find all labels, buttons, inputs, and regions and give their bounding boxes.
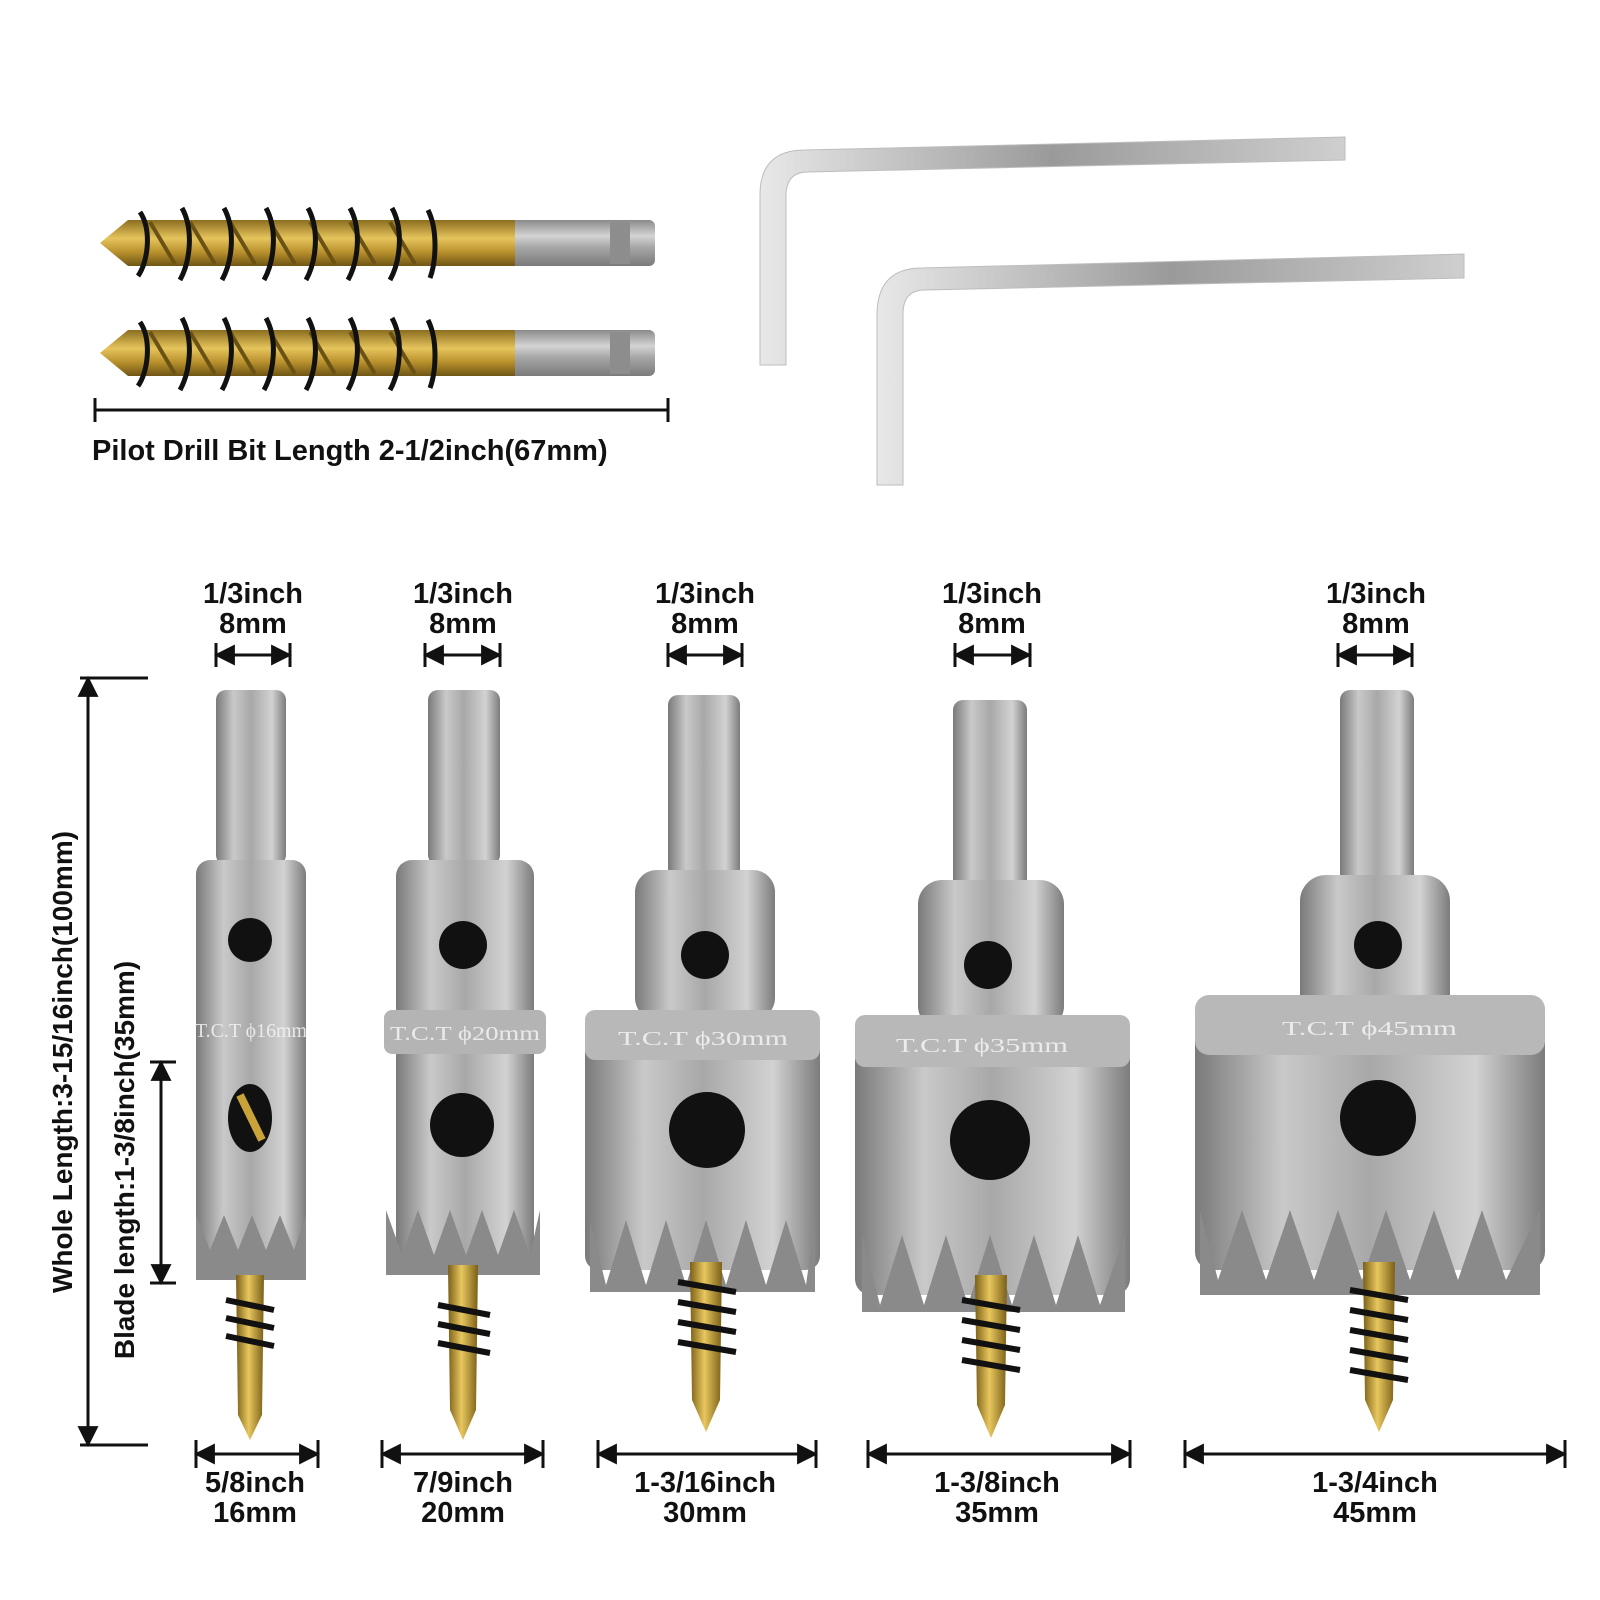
diameter-inch-1: 5/8inch — [205, 1467, 305, 1499]
shank-dim-4 — [952, 643, 1033, 667]
shank-mm-5: 8mm — [1342, 608, 1410, 640]
blade-length-label: Blade length:1-3/8inch(35mm) — [109, 961, 140, 1359]
engraving-16mm: T.C.T ϕ16mm — [195, 1020, 307, 1042]
shank-inch-4: 1/3inch — [942, 578, 1042, 610]
hole-saw-30mm: T.C.T ϕ30mm — [585, 695, 820, 1432]
pilot-drill-bit-1 — [100, 206, 655, 282]
pilot-caption: Pilot Drill Bit Length 2-1/2inch(67mm) — [92, 435, 608, 467]
hex-key-1 — [759, 136, 1346, 366]
engraving-35mm: T.C.T ϕ35mm — [896, 1035, 1069, 1057]
hex-key-2 — [876, 253, 1465, 486]
shank-mm-4: 8mm — [958, 608, 1026, 640]
diameter-mm-5: 45mm — [1333, 1497, 1417, 1529]
diameter-dim-2 — [379, 1440, 546, 1468]
whole-length-dimension — [77, 675, 148, 1448]
shank-inch-3: 1/3inch — [655, 578, 755, 610]
shank-inch-1: 1/3inch — [203, 578, 303, 610]
diameter-mm-2: 20mm — [421, 1497, 505, 1529]
hole-saw-45mm: T.C.T ϕ45mm — [1195, 690, 1545, 1432]
engraving-20mm: T.C.T ϕ20mm — [390, 1023, 541, 1045]
hole-saw-35mm: T.C.T ϕ35mm — [855, 700, 1130, 1438]
diameter-dim-5 — [1182, 1440, 1568, 1468]
diameter-mm-4: 35mm — [955, 1497, 1039, 1529]
pilot-drill-bit-2 — [100, 316, 655, 392]
diameter-dim-1 — [193, 1440, 321, 1468]
shank-dim-5 — [1335, 643, 1415, 667]
shank-dim-3 — [665, 643, 745, 667]
shank-inch-5: 1/3inch — [1326, 578, 1426, 610]
shank-mm-2: 8mm — [429, 608, 497, 640]
diameter-inch-2: 7/9inch — [413, 1467, 513, 1499]
diameter-mm-3: 30mm — [663, 1497, 747, 1529]
diameter-inch-3: 1-3/16inch — [634, 1467, 776, 1499]
engraving-45mm: T.C.T ϕ45mm — [1282, 1018, 1458, 1040]
shank-inch-2: 1/3inch — [413, 578, 513, 610]
shank-mm-3: 8mm — [671, 608, 739, 640]
hole-saw-20mm: T.C.T ϕ20mm — [384, 690, 546, 1440]
pilot-length-dimension — [93, 398, 670, 422]
blade-length-dimension — [150, 1059, 176, 1286]
diameter-dim-4 — [865, 1440, 1133, 1468]
shank-mm-1: 8mm — [219, 608, 287, 640]
shank-dim-2 — [422, 643, 503, 667]
engraving-30mm: T.C.T ϕ30mm — [618, 1028, 789, 1050]
diameter-inch-5: 1-3/4inch — [1312, 1467, 1438, 1499]
diameter-dim-3 — [595, 1440, 819, 1468]
diameter-inch-4: 1-3/8inch — [934, 1467, 1060, 1499]
whole-length-label: Whole Length:3-15/16inch(100mm) — [47, 831, 78, 1293]
shank-dim-1 — [213, 643, 293, 667]
diameter-mm-1: 16mm — [213, 1497, 297, 1529]
hole-saw-16mm: T.C.T ϕ16mm — [195, 690, 307, 1440]
